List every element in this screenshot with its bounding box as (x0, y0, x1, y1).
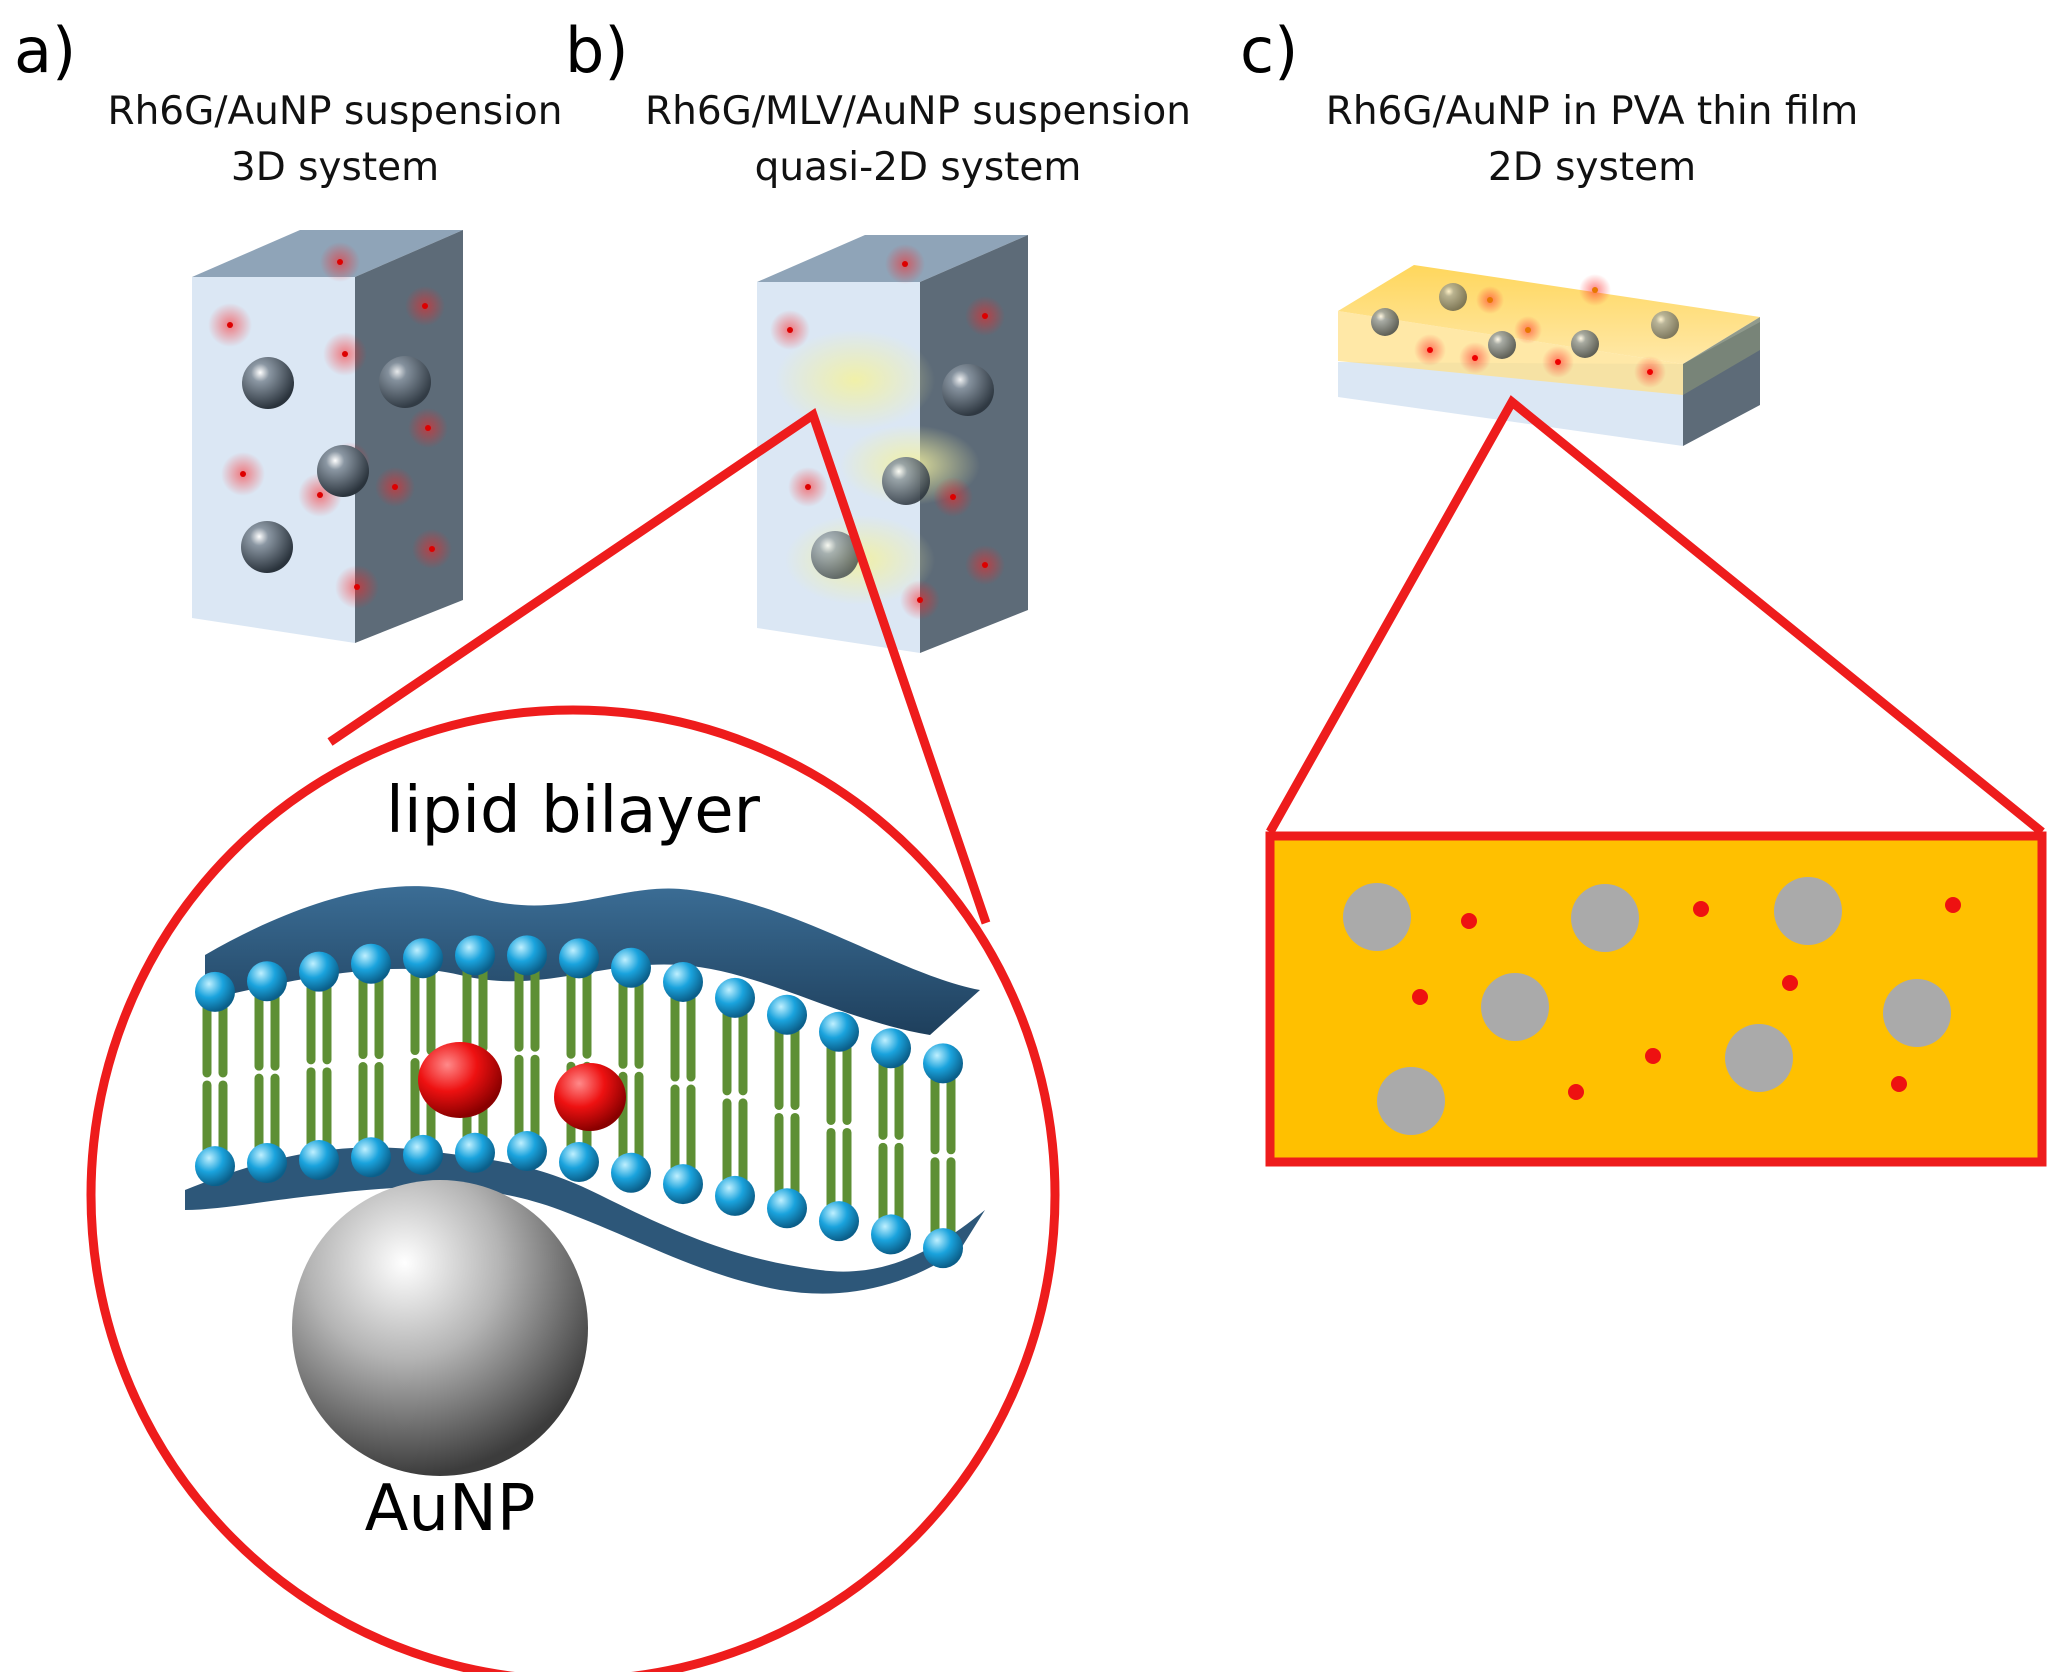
lipid-head (923, 1228, 963, 1269)
lipid-head (611, 1152, 651, 1193)
lipid-head (715, 977, 755, 1018)
aunp-label: AuNP (365, 1472, 536, 1546)
lipid-head (507, 935, 547, 976)
lipid-head (195, 1146, 235, 1187)
lipid-head (767, 994, 807, 1035)
film-dye-dots (1412, 897, 1961, 1100)
lipid-head (871, 1214, 911, 1255)
callout-line-b (327, 407, 991, 925)
dye-glow-dots-c (1414, 274, 1666, 388)
callout-line-c (1266, 395, 2045, 836)
lipid-head (455, 935, 495, 976)
panel-a-caption-line2: 3D system (231, 145, 439, 190)
lipid-bilayer-label: lipid bilayer (386, 774, 761, 848)
panel-c-caption-line1: Rh6G/AuNP in PVA thin film (1326, 89, 1859, 134)
lipid-bilayer-zoom: lipid bilayer AuNP (86, 705, 1060, 1672)
lipid-head (351, 943, 391, 984)
panel-a-caption-line1: Rh6G/AuNP suspension (107, 89, 562, 134)
lipid-head (819, 1201, 859, 1242)
membrane-bottom-sheet (185, 1147, 985, 1294)
lipid-head (663, 1164, 703, 1205)
lipid-head (559, 938, 599, 979)
lipid-head (611, 947, 651, 988)
lipid-tails (202, 964, 956, 1239)
lipid-head (923, 1043, 963, 1084)
panel-b-caption-line2: quasi-2D system (755, 145, 1082, 190)
lipid-head (663, 961, 703, 1002)
lipid-head (559, 1142, 599, 1183)
panel-b-letter: b) (565, 14, 629, 87)
lipid-head (247, 1143, 287, 1184)
callout-lines (327, 395, 2045, 925)
lipid-head (403, 938, 443, 979)
panel-c-letter: c) (1240, 14, 1298, 87)
lipid-head (871, 1028, 911, 1069)
lipid-head (403, 1134, 443, 1175)
panel-b-caption-line1: Rh6G/MLV/AuNP suspension (645, 89, 1191, 134)
panel-a-suspension-cuboid (192, 230, 463, 643)
panel-b-suspension-cuboid (757, 235, 1028, 653)
lipid-head (195, 971, 235, 1012)
lipid-head (507, 1131, 547, 1172)
lipid-head (819, 1011, 859, 1052)
lipid-heads-bottom (195, 1131, 963, 1269)
panel-a-letter: a) (14, 14, 76, 87)
lipid-head (715, 1175, 755, 1216)
film-cross-section-zoom (1265, 831, 2047, 1167)
nanoparticle-spheres-c (1371, 283, 1679, 359)
film-nanoparticles (1343, 877, 1951, 1135)
lipid-head (299, 1140, 339, 1181)
nanoparticle-spheres (241, 356, 431, 573)
lipid-head (455, 1132, 495, 1173)
panel-c-thin-film (1338, 265, 1760, 446)
lipid-head (767, 1188, 807, 1229)
gold-nanoparticle-sphere (292, 1180, 588, 1476)
dye-glow-dots-b (770, 244, 1005, 620)
lipid-head (351, 1137, 391, 1178)
panel-c-caption-line2: 2D system (1488, 145, 1696, 190)
dye-molecules-in-bilayer (418, 1042, 626, 1131)
nanoparticle-spheres-b (811, 364, 994, 579)
lipid-heads-top (195, 935, 963, 1084)
lipid-head (299, 951, 339, 992)
lipid-head (247, 961, 287, 1002)
